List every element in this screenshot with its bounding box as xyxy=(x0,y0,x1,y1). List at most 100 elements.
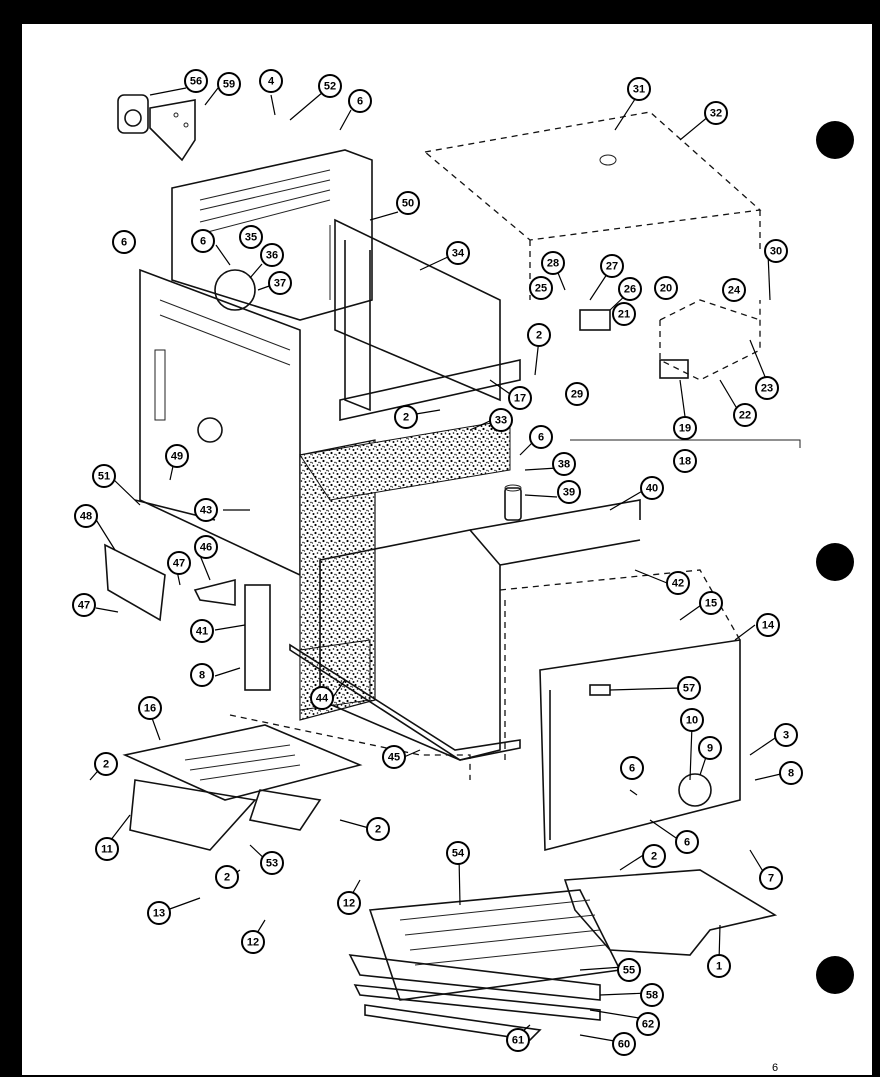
callout-bubble xyxy=(138,696,162,720)
callout-2: 2 xyxy=(527,323,551,347)
callout-27: 27 xyxy=(600,254,624,278)
callout-bubble xyxy=(756,613,780,637)
callout-59: 59 xyxy=(217,72,241,96)
callout-21: 21 xyxy=(612,302,636,326)
callout-bubble xyxy=(318,74,342,98)
latch-plate xyxy=(193,578,236,606)
callout-bubble xyxy=(636,1012,660,1036)
callout-16: 16 xyxy=(138,696,162,720)
callout-bubble xyxy=(337,891,361,915)
callout-bubble xyxy=(217,72,241,96)
callout-leaders xyxy=(89,87,786,1043)
callout-bubble xyxy=(612,1032,636,1056)
callout-17: 17 xyxy=(508,386,532,410)
callout-47: 47 xyxy=(72,593,96,617)
callout-3: 3 xyxy=(774,723,798,747)
callout-label: 50 xyxy=(402,198,414,210)
callout-label: 47 xyxy=(173,558,185,570)
callout-label: 56 xyxy=(190,76,202,88)
callout-label: 20 xyxy=(660,283,672,295)
callout-label: 38 xyxy=(558,459,570,471)
callout-1: 1 xyxy=(707,954,731,978)
callout-13: 13 xyxy=(147,901,171,925)
callout-label: 46 xyxy=(200,542,212,554)
callout-37: 37 xyxy=(268,271,292,295)
callout-36: 36 xyxy=(260,243,284,267)
callout-label: 2 xyxy=(103,759,109,771)
callout-label: 12 xyxy=(247,937,259,949)
callout-12: 12 xyxy=(241,930,265,954)
callout-label: 31 xyxy=(633,84,645,96)
callout-label: 10 xyxy=(686,715,698,727)
callout-bubble xyxy=(268,271,292,295)
callout-bubble xyxy=(620,756,644,780)
callout-25: 25 xyxy=(529,276,553,300)
callout-45: 45 xyxy=(382,745,406,769)
callout-54: 54 xyxy=(446,841,470,865)
callout-label: 48 xyxy=(80,511,92,523)
callout-label: 49 xyxy=(171,451,183,463)
callout-label: 59 xyxy=(223,79,235,91)
callout-bubble xyxy=(94,752,118,776)
callout-bubble xyxy=(612,302,636,326)
callout-30: 30 xyxy=(764,239,788,263)
callout-24: 24 xyxy=(722,278,746,302)
callout-26: 26 xyxy=(618,277,642,301)
callout-label: 8 xyxy=(788,768,794,780)
callout-label: 55 xyxy=(623,965,635,977)
callout-29: 29 xyxy=(565,382,589,406)
callout-bubble xyxy=(382,745,406,769)
callout-bubble xyxy=(194,498,218,522)
callout-label: 42 xyxy=(672,578,684,590)
callout-label: 6 xyxy=(538,432,544,444)
callout-bubble xyxy=(618,277,642,301)
callout-46: 46 xyxy=(194,535,218,559)
callout-bubble xyxy=(74,504,98,528)
callout-label: 41 xyxy=(196,626,208,638)
callout-bubble xyxy=(698,736,722,760)
hinge-bracket xyxy=(104,543,166,622)
callout-bubble xyxy=(759,866,783,890)
callout-label: 37 xyxy=(274,278,286,290)
callout-bubble xyxy=(640,983,664,1007)
callout-label: 54 xyxy=(452,848,465,860)
callout-bubble xyxy=(627,77,651,101)
callout-label: 27 xyxy=(606,261,618,273)
callout-label: 43 xyxy=(200,505,212,517)
callout-57: 57 xyxy=(677,676,701,700)
callout-bubble xyxy=(529,276,553,300)
callout-62: 62 xyxy=(636,1012,660,1036)
callout-bubble xyxy=(184,69,208,93)
control-panel-back xyxy=(139,268,301,577)
callout-label: 6 xyxy=(357,96,363,108)
callout-52: 52 xyxy=(318,74,342,98)
callout-33: 33 xyxy=(489,408,513,432)
callout-23: 23 xyxy=(755,376,779,400)
callout-48: 48 xyxy=(74,504,98,528)
callout-bubble xyxy=(707,954,731,978)
bottom-panel xyxy=(122,724,363,851)
callout-bubble xyxy=(552,452,576,476)
callout-label: 44 xyxy=(316,693,329,705)
callout-label: 6 xyxy=(629,763,635,775)
callout-label: 17 xyxy=(514,393,526,405)
callout-bubble xyxy=(147,901,171,925)
callout-label: 2 xyxy=(403,412,409,424)
callout-9: 9 xyxy=(698,736,722,760)
callout-bubble xyxy=(95,837,119,861)
callout-label: 19 xyxy=(679,423,691,435)
callout-42: 42 xyxy=(666,571,690,595)
callout-label: 35 xyxy=(245,232,257,244)
callout-label: 32 xyxy=(710,108,722,120)
callout-label: 40 xyxy=(646,483,658,495)
callout-bubble xyxy=(112,230,136,254)
callout-bubble xyxy=(640,476,664,500)
punch-hole-bottom xyxy=(816,956,854,994)
callout-label: 2 xyxy=(375,824,381,836)
callout-bubble xyxy=(565,382,589,406)
callout-bubble xyxy=(673,416,697,440)
callout-bubble xyxy=(366,817,390,841)
callout-15: 15 xyxy=(699,591,723,615)
callout-label: 7 xyxy=(768,873,774,885)
